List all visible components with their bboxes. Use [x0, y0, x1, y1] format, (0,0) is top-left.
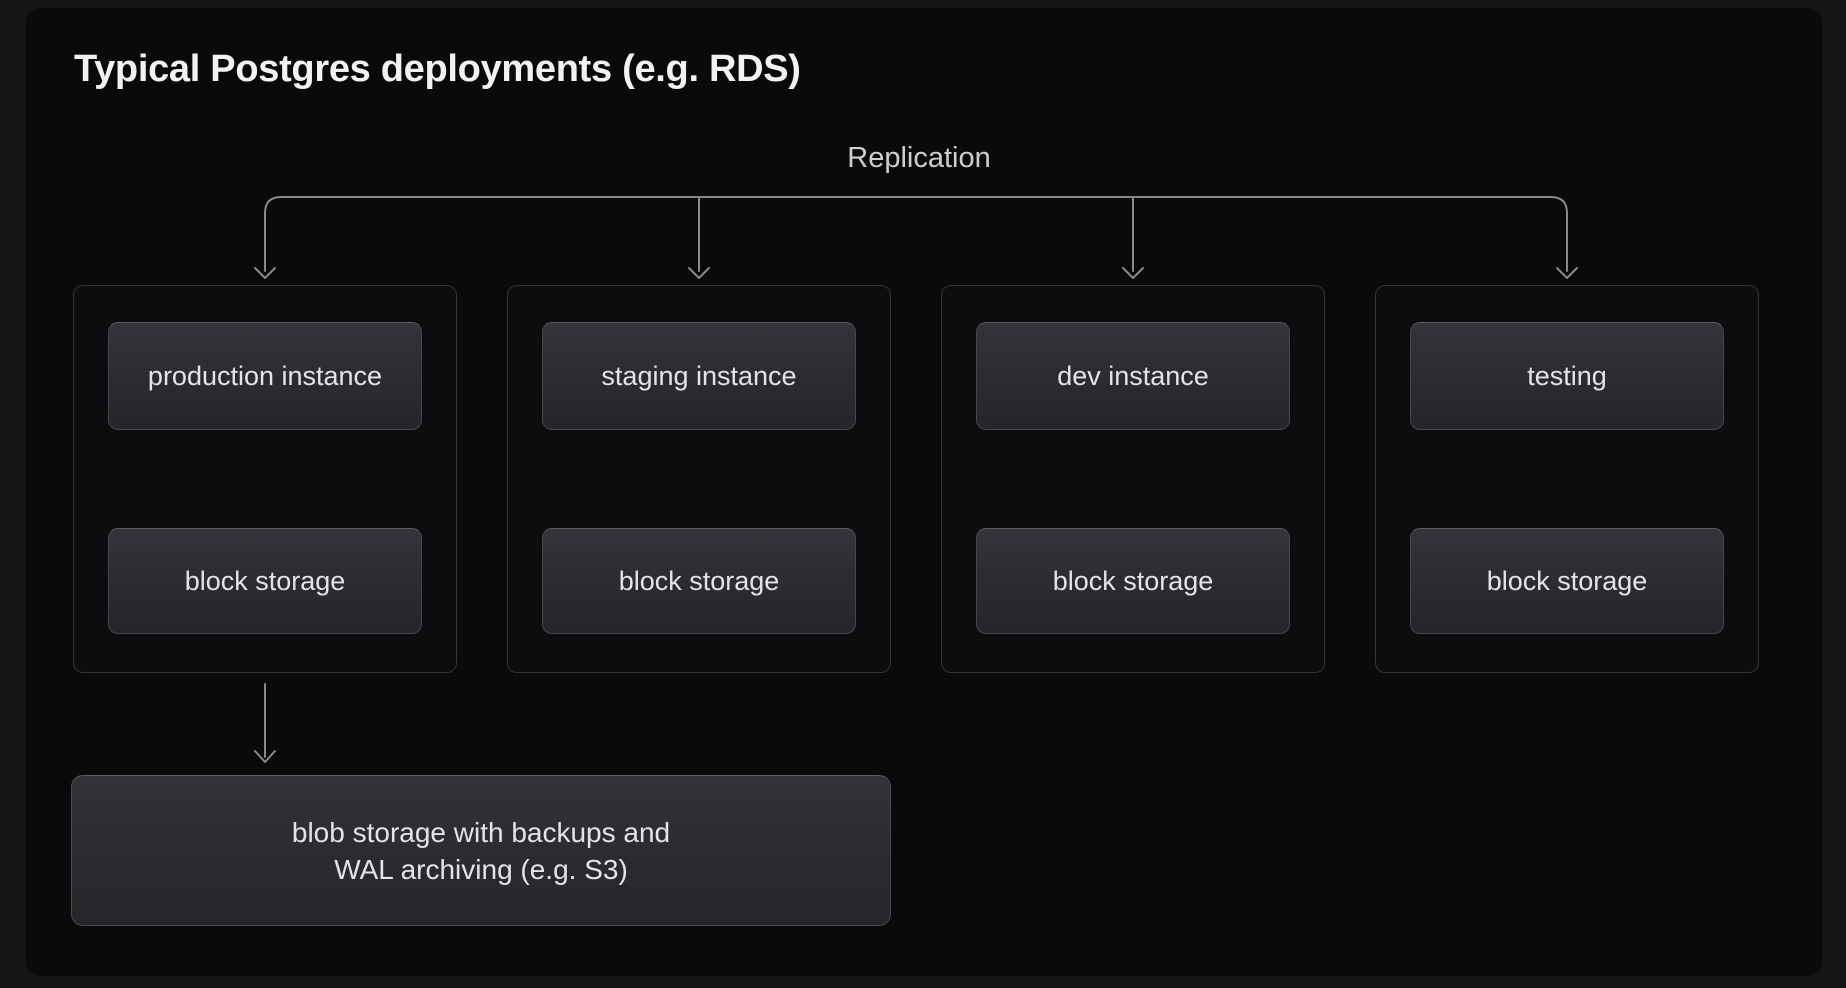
node-staging-instance: staging instance [542, 322, 856, 430]
deployment-column-dev: dev instance block storage [941, 285, 1325, 673]
node-blob-storage: blob storage with backups and WAL archiv… [71, 775, 891, 926]
node-block-storage: block storage [542, 528, 856, 634]
node-block-storage: block storage [1410, 528, 1724, 634]
deployment-column-testing: testing block storage [1375, 285, 1759, 673]
blob-storage-label-line1: blob storage with backups and [291, 816, 671, 848]
replication-label: Replication [847, 142, 991, 174]
deployment-column-production: production instance block storage [73, 285, 457, 673]
node-block-storage: block storage [108, 528, 422, 634]
diagram-title: Typical Postgres deployments (e.g. RDS) [74, 48, 801, 90]
node-testing-instance: testing [1410, 322, 1724, 430]
node-dev-instance: dev instance [976, 322, 1290, 430]
node-production-instance: production instance [108, 322, 422, 430]
node-block-storage: block storage [976, 528, 1290, 634]
blob-storage-label-line2: WAL archiving (e.g. S3) [334, 853, 628, 885]
deployment-column-staging: staging instance block storage [507, 285, 891, 673]
